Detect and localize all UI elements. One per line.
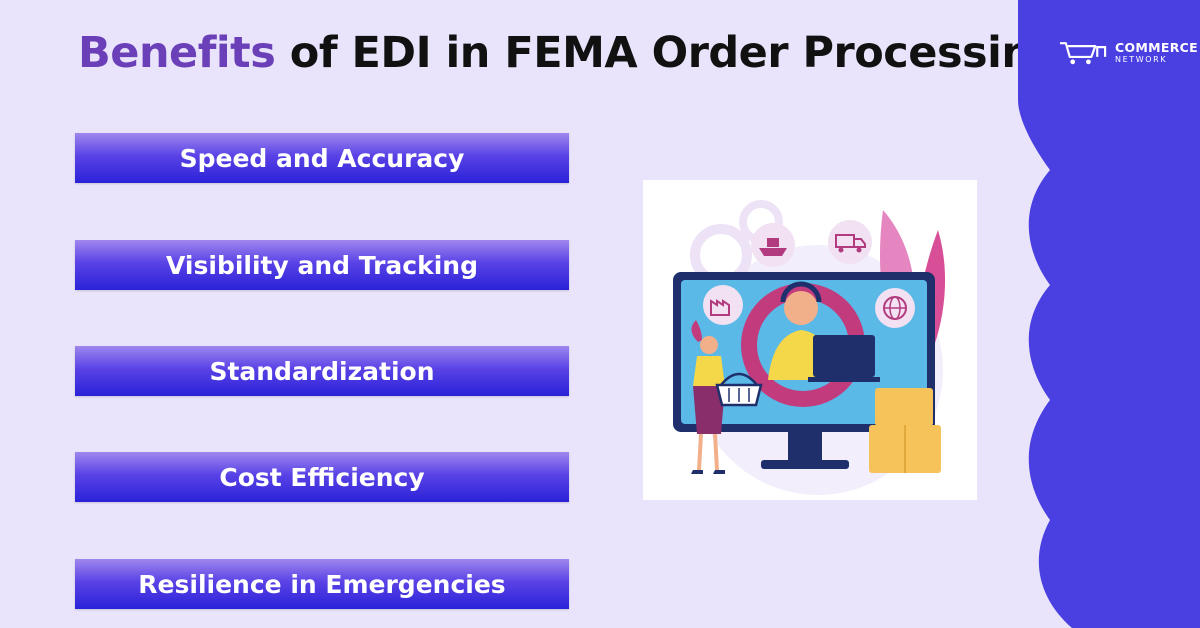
truck-icon (828, 220, 872, 264)
brand-panel (1018, 0, 1200, 628)
benefit-cost-efficiency: Cost Efficiency (75, 452, 569, 502)
title-accent: Benefits (78, 28, 276, 78)
title-rest: of EDI in FEMA Order Processing (275, 28, 1062, 78)
edi-illustration (643, 180, 977, 500)
benefit-visibility-tracking: Visibility and Tracking (75, 240, 569, 290)
benefit-speed-accuracy: Speed and Accuracy (75, 133, 569, 183)
benefit-standardization: Standardization (75, 346, 569, 396)
commerce-network-logo: COMMERCE NETWORK (1058, 38, 1198, 68)
ship-icon (751, 223, 795, 267)
benefit-resilience: Resilience in Emergencies (75, 559, 569, 609)
brand-name: COMMERCE (1115, 39, 1198, 55)
cart-icon (1059, 42, 1107, 65)
factory-icon (703, 285, 743, 325)
brand-tagline: NETWORK (1115, 55, 1168, 65)
headset-icon (780, 281, 822, 325)
basket-icon (715, 372, 763, 407)
page-title: Benefits of EDI in FEMA Order Processing (78, 28, 1062, 78)
globe-icon (875, 288, 915, 328)
